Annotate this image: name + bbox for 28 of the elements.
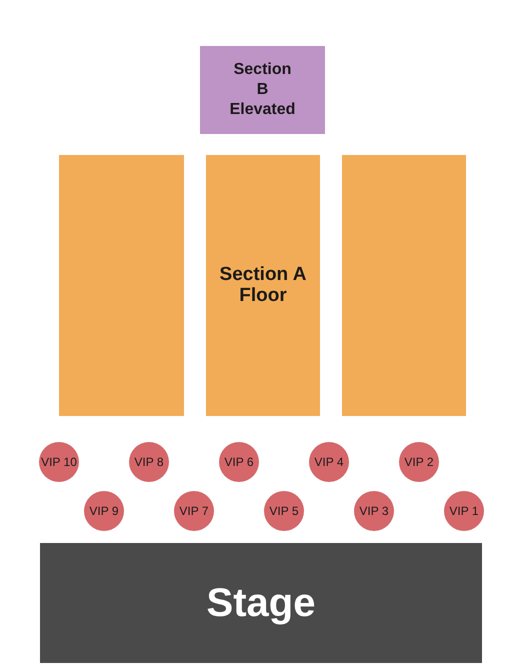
table-label: VIP 7: [179, 505, 209, 517]
vip-table: [219, 442, 259, 482]
vip-table: [264, 491, 304, 531]
table-label: VIP 8: [134, 456, 164, 468]
table-label: VIP 6: [224, 456, 254, 468]
vip-table: [399, 442, 439, 482]
stage-block: [40, 543, 482, 663]
table-label: VIP 2: [404, 456, 434, 468]
floor-section-block: [342, 155, 466, 416]
table-label: VIP 10: [41, 456, 77, 468]
vip-table: [84, 491, 124, 531]
stage-label: Stage: [206, 583, 316, 623]
vip-table: [129, 442, 169, 482]
elevated-section-block: [200, 46, 325, 134]
section-label: Section B Elevated: [228, 60, 296, 120]
vip-table: [39, 442, 79, 482]
floor-section-block: [59, 155, 184, 416]
vip-table: [354, 491, 394, 531]
floor-section-block: [206, 155, 320, 416]
table-label: VIP 1: [449, 505, 479, 517]
table-label: VIP 5: [269, 505, 299, 517]
vip-table: [174, 491, 214, 531]
table-label: VIP 3: [359, 505, 389, 517]
table-label: VIP 4: [314, 456, 344, 468]
vip-table: [309, 442, 349, 482]
section-label: Section A Floor: [218, 264, 308, 306]
table-label: VIP 9: [89, 505, 119, 517]
vip-table: [444, 491, 484, 531]
